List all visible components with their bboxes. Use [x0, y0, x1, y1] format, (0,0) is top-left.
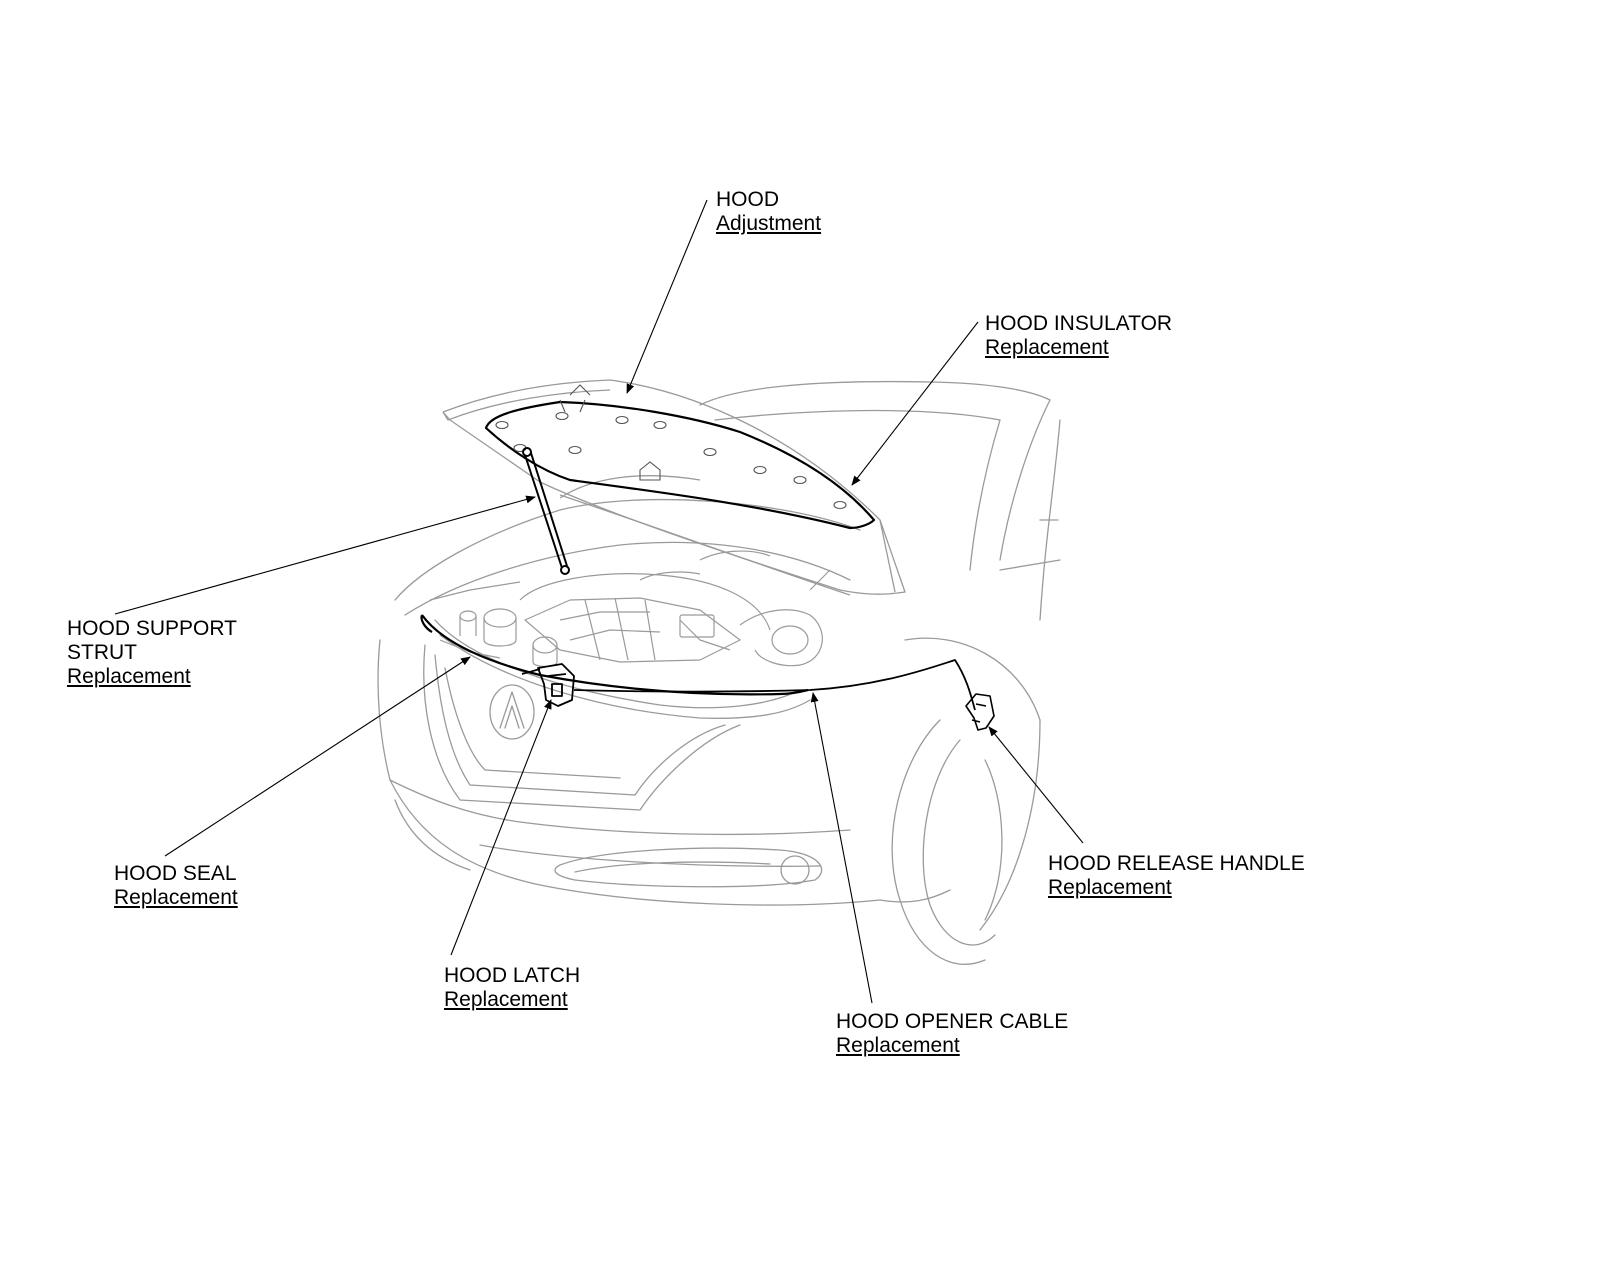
callout-hood-insulator: HOOD INSULATOR Replacement [985, 312, 1172, 360]
hood-support-strut-label-line1: HOOD SUPPORT [67, 617, 237, 640]
insulator-clips [495, 384, 847, 510]
engine-bay [429, 550, 831, 668]
hood-seal [420, 614, 809, 696]
callout-hood-opener-cable: HOOD OPENER CABLE Replacement [836, 1010, 1068, 1058]
hood-seal-replacement-link[interactable]: Replacement [114, 886, 238, 909]
hood-latch [521, 663, 575, 707]
leader-lines [114, 199, 1084, 1004]
hood-support-strut [522, 447, 570, 575]
hood-latch-replacement-link[interactable]: Replacement [444, 988, 568, 1011]
callout-hood-support-strut: HOOD SUPPORT STRUT Replacement [67, 617, 237, 689]
hood-opener-cable-label: HOOD OPENER CABLE [836, 1010, 1069, 1033]
hood-support-strut-label-line2: STRUT [67, 641, 137, 664]
callout-hood-seal: HOOD SEAL Replacement [114, 862, 238, 910]
hood-insulator [484, 400, 876, 530]
hood-opener-cable [573, 659, 976, 711]
hood-insulator-label: HOOD INSULATOR [985, 312, 1173, 335]
hood-release-handle-label: HOOD RELEASE HANDLE [1048, 852, 1305, 875]
hood-support-strut-replacement-link[interactable]: Replacement [67, 665, 191, 688]
hood-seal-label: HOOD SEAL [114, 862, 237, 885]
hood-insulator-replacement-link[interactable]: Replacement [985, 336, 1109, 359]
hood-panel [442, 379, 906, 596]
car-body-outline [377, 380, 1061, 965]
hood-opener-cable-replacement-link[interactable]: Replacement [836, 1034, 960, 1057]
hood-label: HOOD [716, 188, 779, 211]
callout-hood-release-handle: HOOD RELEASE HANDLE Replacement [1048, 852, 1305, 900]
callout-hood: HOOD Adjustment [716, 188, 821, 236]
hood-release-handle-replacement-link[interactable]: Replacement [1048, 876, 1172, 899]
hood-latch-label: HOOD LATCH [444, 964, 581, 987]
callout-hood-latch: HOOD LATCH Replacement [444, 964, 580, 1012]
hood-adjustment-link[interactable]: Adjustment [716, 212, 822, 235]
hood-release-handle [965, 693, 995, 731]
